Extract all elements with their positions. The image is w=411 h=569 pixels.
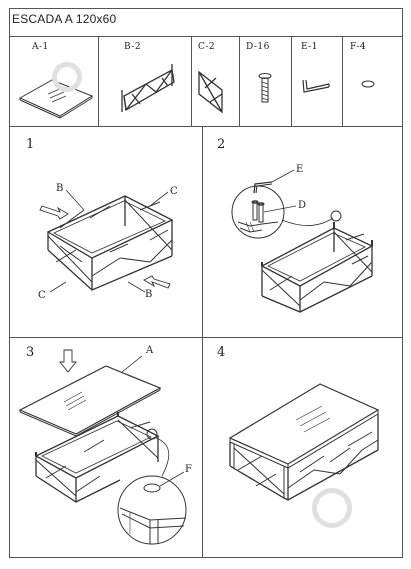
divider	[191, 36, 192, 126]
sheet-title: ESCADA A 120x60	[12, 12, 117, 26]
part-label-b: B-2	[124, 42, 142, 52]
callout-d: D	[298, 200, 307, 211]
divider	[9, 36, 403, 37]
step-number-4: 4	[217, 345, 226, 360]
divider	[239, 36, 240, 126]
instruction-sheet	[9, 8, 403, 558]
callout-e: E	[296, 164, 304, 175]
callout-c: C	[38, 290, 46, 301]
divider	[9, 126, 403, 127]
part-label-d: D-16	[246, 42, 270, 52]
divider	[342, 36, 343, 126]
divider	[291, 36, 292, 126]
divider	[202, 126, 203, 558]
divider	[9, 337, 403, 338]
part-label-e: E-1	[301, 42, 319, 52]
step-number-3: 3	[26, 345, 35, 360]
step-number-2: 2	[217, 137, 226, 152]
part-label-f: F-4	[350, 42, 367, 52]
pad-part-icon	[361, 80, 375, 88]
part-label-c: C-2	[198, 42, 216, 52]
long-frame-part-icon	[121, 64, 175, 112]
part-label-a: A-1	[32, 42, 49, 52]
step-2-bolt-assembly	[231, 169, 374, 313]
callout-b: B	[56, 183, 64, 194]
allen-key-part-icon	[302, 79, 330, 93]
glass-top-part-icon	[18, 79, 94, 119]
step-4-finished-table	[228, 383, 380, 501]
bolt-part-icon	[258, 73, 272, 103]
step-3-glass-placement	[18, 349, 187, 545]
callout-c: C	[170, 186, 178, 197]
callout-f: F	[185, 464, 192, 475]
callout-b: B	[145, 289, 153, 300]
watermark-logo	[312, 488, 352, 528]
short-frame-part-icon	[198, 70, 223, 114]
callout-a: A	[146, 345, 154, 356]
watermark-logo	[52, 62, 82, 92]
step-number-1: 1	[26, 137, 35, 152]
divider	[98, 36, 99, 126]
step-1-frame-assembly	[39, 189, 174, 293]
